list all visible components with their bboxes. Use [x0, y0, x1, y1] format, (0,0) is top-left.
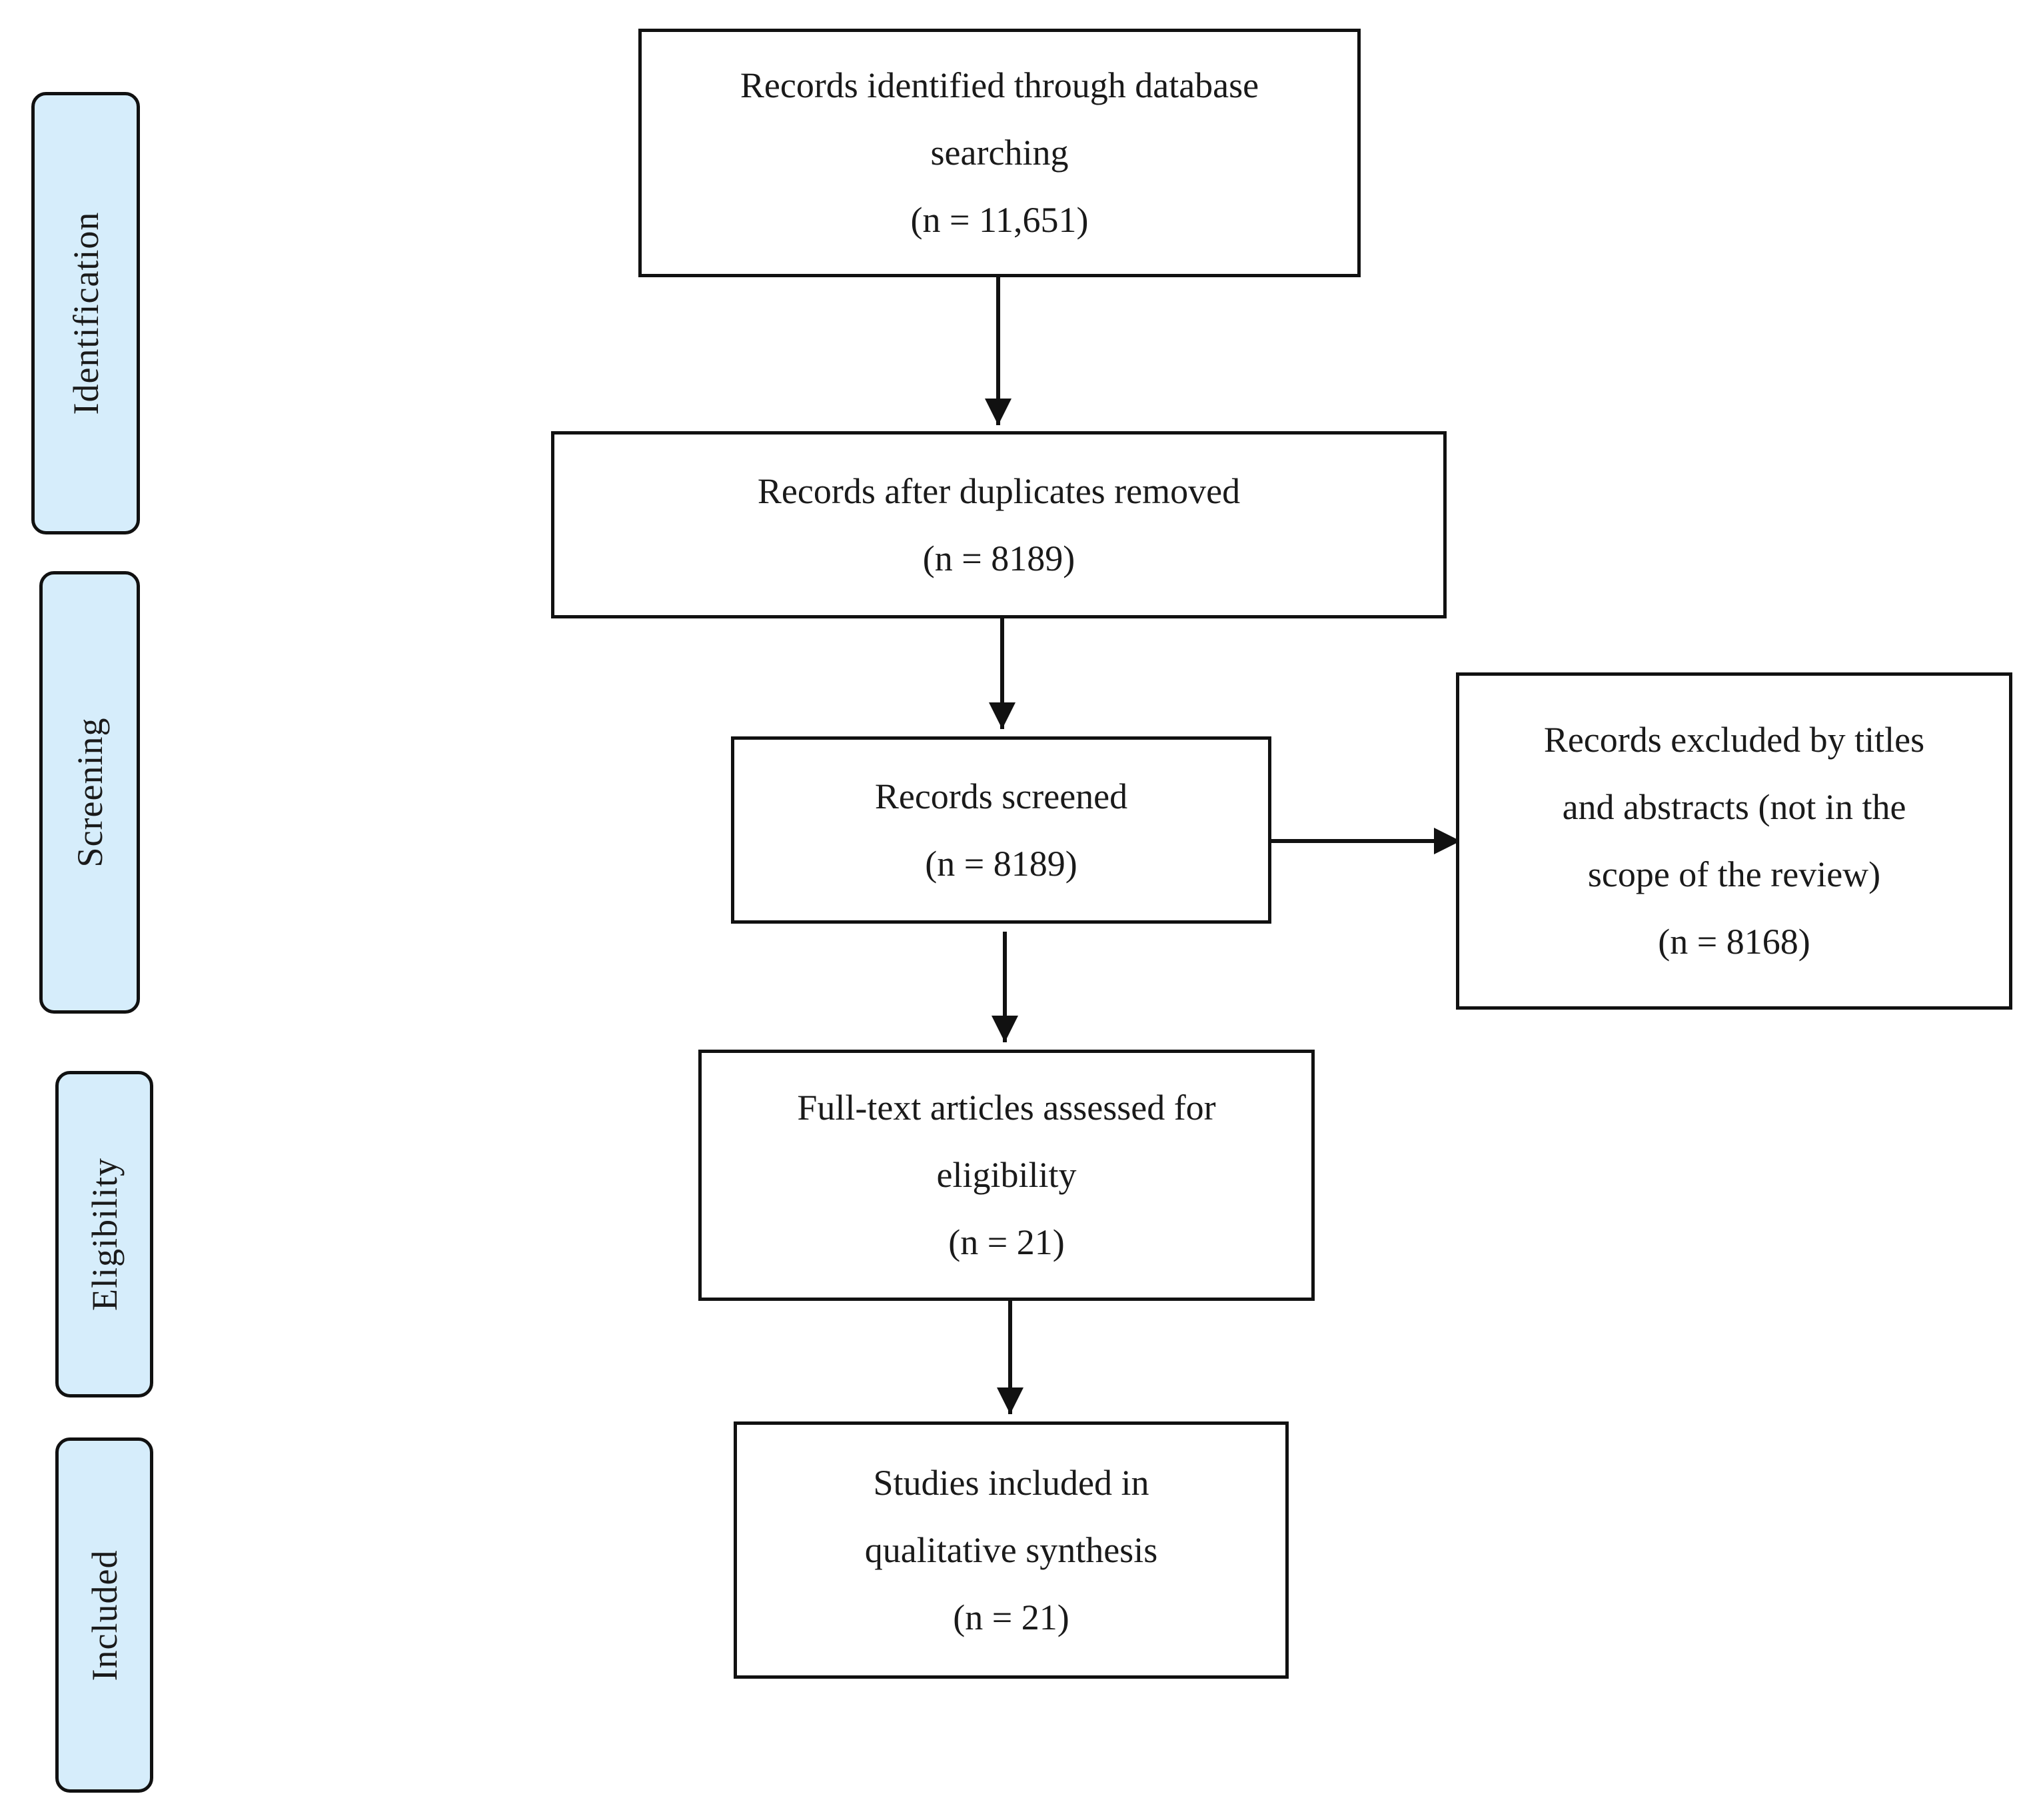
- fulltext-assessed-count: (n = 21): [948, 1222, 1065, 1262]
- studies-included-line-2: qualitative synthesis: [864, 1529, 1158, 1570]
- phase-identification: Identification: [31, 92, 140, 534]
- box-records-identified: Records identified through database sear…: [638, 29, 1361, 277]
- fulltext-assessed-line-1: Full-text articles assessed for: [797, 1088, 1216, 1128]
- records-identified-count: (n = 11,651): [910, 200, 1089, 240]
- records-identified-line-2: searching: [930, 133, 1069, 173]
- fulltext-assessed-line-2: eligibility: [936, 1155, 1077, 1195]
- phase-included: Included: [55, 1437, 153, 1793]
- records-identified-line-1: Records identified through database: [740, 65, 1259, 105]
- records-deduplicated-line-1: Records after duplicates removed: [757, 470, 1241, 511]
- box-fulltext-assessed: Full-text articles assessed for eligibil…: [698, 1050, 1315, 1301]
- box-records-screened: Records screened (n = 8189): [731, 736, 1271, 924]
- records-screened-line-1: Records screened: [874, 776, 1128, 816]
- records-excluded-count: (n = 8168): [1658, 922, 1810, 962]
- box-studies-included: Studies included in qualitative synthesi…: [734, 1421, 1289, 1679]
- phase-screening: Screening: [39, 571, 140, 1014]
- records-excluded-line-1: Records excluded by titles: [1543, 720, 1925, 760]
- box-records-deduplicated: Records after duplicates removed (n = 81…: [551, 431, 1447, 618]
- box-records-excluded: Records excluded by titles and abstracts…: [1456, 672, 2012, 1010]
- phase-eligibility: Eligibility: [55, 1071, 153, 1397]
- records-excluded-line-2: and abstracts (not in the: [1562, 787, 1906, 827]
- studies-included-count: (n = 21): [953, 1597, 1069, 1637]
- records-excluded-line-3: scope of the review): [1587, 854, 1881, 894]
- studies-included-line-1: Studies included in: [873, 1462, 1149, 1503]
- records-deduplicated-count: (n = 8189): [922, 538, 1075, 578]
- records-screened-count: (n = 8189): [925, 843, 1077, 884]
